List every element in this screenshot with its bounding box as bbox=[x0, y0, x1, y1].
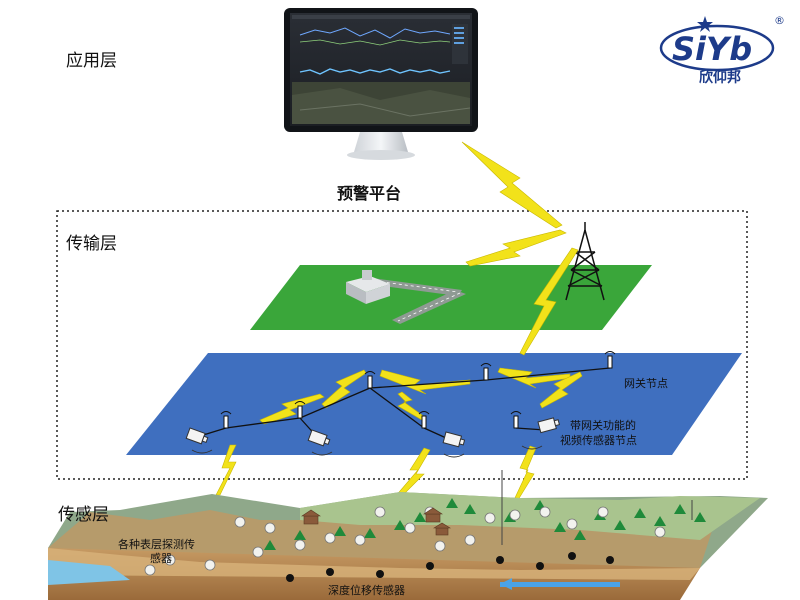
logo-brand: SiYb bbox=[672, 30, 752, 68]
building-icon bbox=[346, 270, 390, 304]
antenna-node-icons bbox=[220, 351, 616, 429]
video-node-label-line2: 视频传感器节点 bbox=[560, 434, 637, 447]
depth-sensor-label: 深度位移传感器 bbox=[328, 584, 405, 597]
surface-sensor-label-line1: 各种表层探测传 bbox=[118, 538, 195, 551]
surface-sensor-label-line2: 感器 bbox=[150, 552, 172, 565]
monitor bbox=[284, 8, 478, 160]
wireless-links bbox=[215, 141, 583, 501]
house-icons bbox=[301, 507, 452, 536]
application-layer-label: 应用层 bbox=[66, 51, 117, 71]
surface-sensor-icons bbox=[144, 506, 666, 576]
blue-plane bbox=[126, 353, 742, 455]
tree-icons bbox=[264, 498, 706, 550]
depth-sensor-icons bbox=[286, 552, 614, 582]
terrain bbox=[48, 492, 768, 600]
logo-name: 欣仰邦 bbox=[699, 69, 741, 86]
logo-registered: ® bbox=[774, 14, 785, 27]
transport-layer-box bbox=[56, 210, 748, 480]
transport-layer-label: 传输层 bbox=[66, 234, 117, 254]
brand-logo: SiYb 欣仰邦 ® bbox=[659, 14, 785, 86]
gateway-node-label: 网关节点 bbox=[624, 377, 668, 390]
platform-label: 预警平台 bbox=[337, 184, 402, 203]
video-camera-icons bbox=[185, 417, 561, 448]
video-node-label-line1: 带网关功能的 bbox=[570, 419, 636, 432]
sensing-layer-label: 传感层 bbox=[58, 505, 109, 525]
radio-tower-icon bbox=[565, 222, 605, 301]
